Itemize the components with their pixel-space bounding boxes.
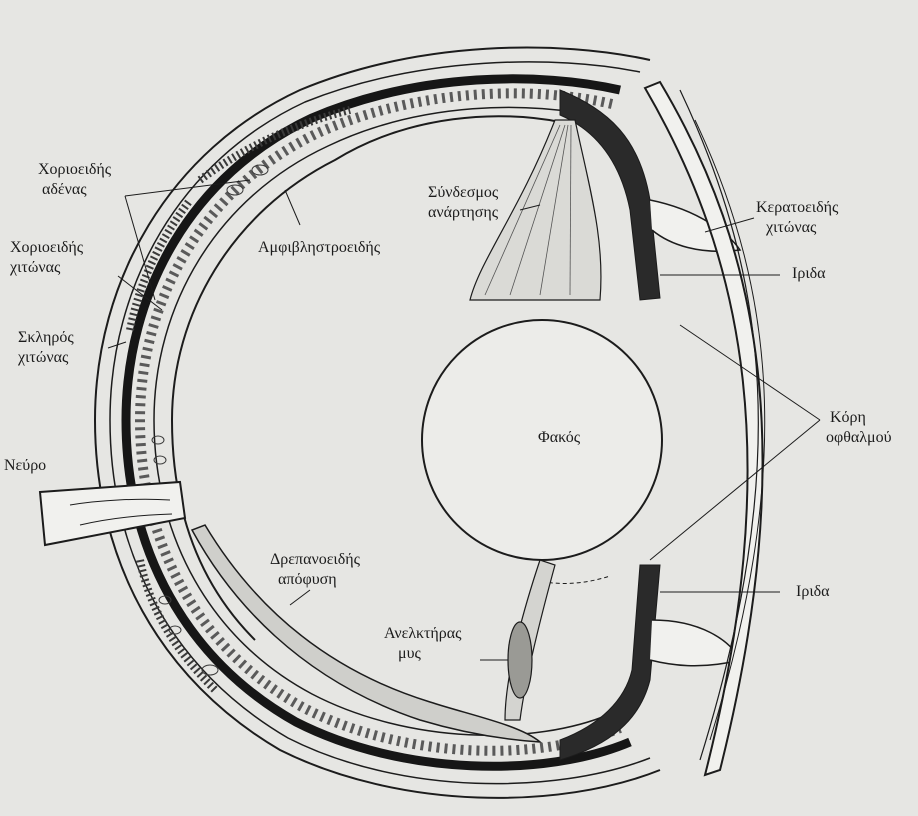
label-cornea-line1: Κερατοειδής <box>756 198 838 218</box>
label-iris-bottom: Ιριδα <box>796 582 830 602</box>
label-retractor-muscle: Ανελκτήρας μυς <box>384 624 462 664</box>
optic-nerve <box>40 482 185 545</box>
label-lens: Φακός <box>538 428 580 448</box>
label-falciform-process-line2: απόφυση <box>270 570 360 590</box>
label-cornea-line2: χιτώνας <box>756 218 838 238</box>
label-falciform-process: Δρεπανοειδής απόφυση <box>270 550 360 590</box>
label-retractor-muscle-line1: Ανελκτήρας <box>384 624 462 644</box>
label-pupil-line2: οφθαλμού <box>826 428 892 448</box>
cornea <box>645 82 765 775</box>
label-choroid-gland-line2: αδένας <box>38 180 111 200</box>
label-pupil-line1: Κόρη <box>826 408 892 428</box>
label-sclera-line1: Σκληρός <box>18 328 74 348</box>
falciform-process <box>192 525 540 742</box>
retractor-muscle <box>505 560 555 720</box>
label-falciform-process-line1: Δρεπανοειδής <box>270 550 360 570</box>
label-cornea: Κερατοειδής χιτώνας <box>756 198 838 238</box>
label-suspensory-ligament-line1: Σύνδεσμος <box>428 183 498 203</box>
label-choroid-coat-line2: χιτώνας <box>10 258 83 278</box>
label-choroid-gland-line1: Χοριοειδής <box>38 160 111 180</box>
label-choroid-gland: Χοριοειδής αδένας <box>38 160 111 200</box>
label-iris-top: Ιριδα <box>792 264 826 284</box>
label-pupil: Κόρη οφθαλμού <box>826 408 892 448</box>
label-nerve: Νεύρο <box>4 456 46 476</box>
choroid-gland-texture <box>130 110 350 690</box>
label-sclera-line2: χιτώνας <box>18 348 74 368</box>
label-sclera: Σκληρός χιτώνας <box>18 328 74 368</box>
label-suspensory-ligament: Σύνδεσμος ανάρτησης <box>428 183 498 223</box>
label-choroid-coat: Χοριοειδής χιτώνας <box>10 238 83 278</box>
label-choroid-coat-line1: Χοριοειδής <box>10 238 83 258</box>
label-retina: Αμφιβληστροειδής <box>258 238 380 258</box>
label-suspensory-ligament-line2: ανάρτησης <box>428 203 498 223</box>
label-retractor-muscle-line2: μυς <box>384 644 462 664</box>
